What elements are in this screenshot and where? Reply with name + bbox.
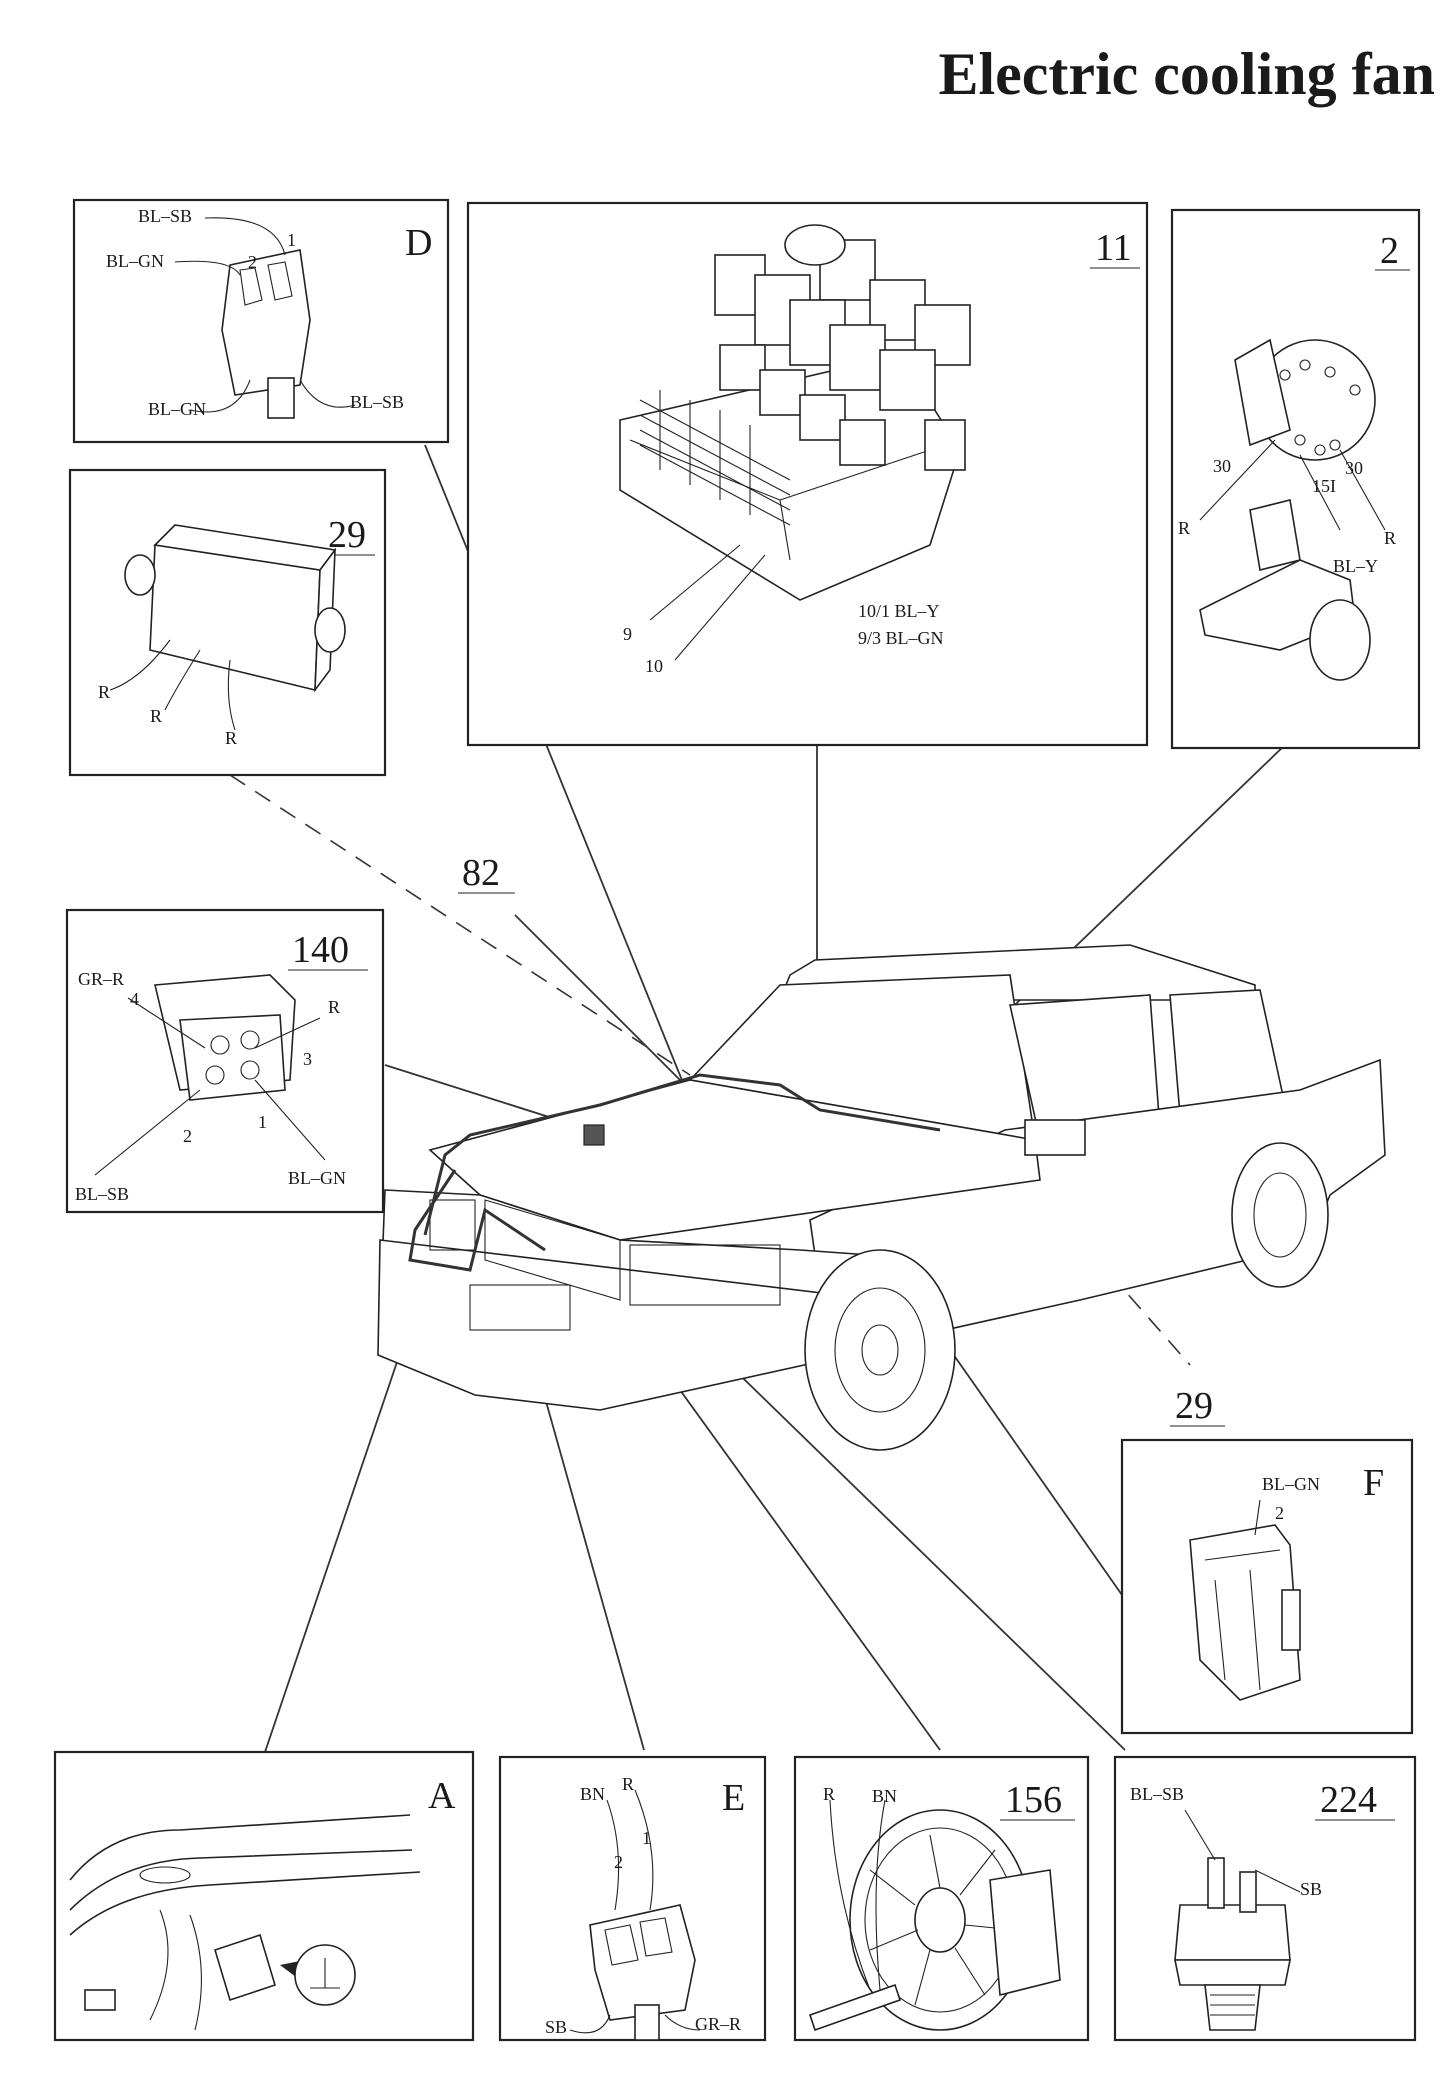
panel-2-id: 2 [1380,230,1399,272]
panel-d: D BL–SB BL–GN 2 1 BL–GN BL–SB [72,198,450,444]
panel-f: F BL–GN 2 [1120,1438,1414,1735]
wire-label: 2 [183,1126,192,1146]
wire-label: 9 [623,624,632,644]
wire-label: R [225,728,237,748]
wire-label: 15I [1312,476,1336,496]
panel-2: 2 30 15I 30 R R BL–Y [1170,208,1421,750]
panel-11: 11 9 10 10/1 BL–Y 9/3 BL–GN [466,201,1149,747]
panel-a: A [53,1750,475,2042]
wire-label: GR–R [78,969,124,989]
wire-label: BL–SB [138,206,192,226]
connector-d [221,249,311,396]
panel-224-id: 224 [1320,1779,1377,1821]
wire-label: 3 [303,1049,312,1069]
wire-label: BL–SB [75,1184,129,1204]
wire-label: 29 [1175,1385,1213,1427]
wire-label: BL–GN [288,1168,346,1188]
wire-label: 1 [287,230,296,250]
car-illustration [377,944,1386,1451]
panel-156-id: 156 [1005,1779,1062,1821]
wire-label: BL–Y [1333,556,1378,576]
panel-d-id: D [405,222,432,264]
wire-label: R [98,682,110,702]
wire-label: BL–GN [148,399,206,419]
wire-label: BL–SB [350,392,404,412]
panel-140: 140 GR–R 4 R 3 2 1 BL–SB BL–GN [65,908,385,1214]
wire-label: 10/1 BL–Y [858,601,940,621]
panel-156: 156 R BN [793,1755,1090,2042]
panel-29: 29 R R R [68,468,387,777]
wire-label: 10 [645,656,663,676]
wire-label: SB [1300,1879,1322,1899]
connector-f [1189,1524,1301,1701]
connector-e [589,1904,696,2021]
wire-label: 4 [130,989,139,1009]
wire-label: 1 [642,1828,651,1848]
wire-label: BL–GN [1262,1474,1320,1494]
panel-11-id: 11 [1095,227,1132,269]
wire-label: 9/3 BL–GN [858,628,944,648]
pressure-switch [1174,1904,1291,1961]
wire-label: R [1178,518,1190,538]
wire-label: R [150,706,162,726]
wire-label: R [1384,528,1396,548]
callout-82: 82 [458,852,515,894]
wire-label: 2 [1275,1503,1284,1523]
wire-label: R [328,997,340,1017]
wire-label: 30 [1213,456,1231,476]
page-title: Electric cooling fan [938,41,1435,107]
wire-label: R [823,1784,835,1804]
wire-label: SB [545,2017,567,2037]
wire-label: 1 [258,1112,267,1132]
panel-f-id: F [1363,1462,1384,1504]
wire-label: 82 [462,852,500,894]
wire-label: BN [580,1784,605,1804]
wire-label: 2 [248,252,257,272]
wire-label: 30 [1345,458,1363,478]
wire-label: BL–GN [106,251,164,271]
wire-label: 2 [614,1852,623,1872]
wire-label: R [622,1774,634,1794]
panel-a-id: A [428,1775,456,1817]
panel-140-id: 140 [292,929,349,971]
wire-label: GR–R [695,2014,741,2034]
panel-29-id: 29 [328,514,366,556]
panel-224: 224 BL–SB SB [1113,1755,1417,2042]
wire-label: BN [872,1786,897,1806]
panel-e-id: E [722,1777,745,1819]
wire-label: BL–SB [1130,1784,1184,1804]
callout-29: 29 [1170,1385,1225,1427]
panel-e: E BN R 2 1 SB GR–R [498,1755,767,2042]
